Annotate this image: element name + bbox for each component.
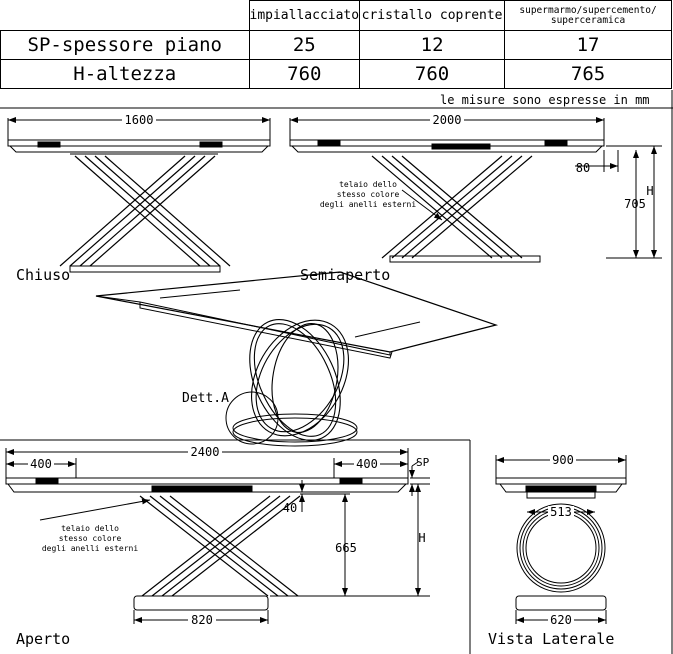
height-marble: 765 xyxy=(504,59,672,89)
semi-dim-h: H xyxy=(646,184,653,198)
semi-title: Semiaperto xyxy=(300,266,390,284)
units-note: le misure sono espresse in mm xyxy=(440,93,650,107)
open-callout-2: stesso colore xyxy=(59,534,122,543)
open-dim-40: 40 xyxy=(283,501,297,515)
side-title: Vista Laterale xyxy=(488,630,614,648)
side-view xyxy=(495,455,627,624)
closed-title: Chiuso xyxy=(16,266,70,284)
open-width-label: 2400 xyxy=(191,445,220,459)
open-sp-label: SP xyxy=(416,456,430,469)
isometric-view xyxy=(95,271,499,447)
open-callout-1: telaio dello xyxy=(61,524,119,533)
open-dim-h: H xyxy=(418,531,425,545)
open-base-width: 820 xyxy=(191,613,213,627)
header-glass: cristallo coprente xyxy=(359,0,506,31)
row-label-height: H-altezza xyxy=(0,59,250,89)
semi-dim-705: 705 xyxy=(624,197,646,211)
semi-callout-3: degli anelli esterni xyxy=(320,200,417,209)
semi-callout-1: telaio dello xyxy=(339,180,397,189)
side-ring-width: 513 xyxy=(550,505,572,519)
height-veneer: 760 xyxy=(248,59,361,89)
closed-view xyxy=(7,117,271,273)
spec-table: impiallacciato cristallo coprente superm… xyxy=(0,0,672,89)
detail-a-label: Dett.A xyxy=(182,391,229,406)
open-ext-left: 400 xyxy=(30,457,52,471)
open-ext-right: 400 xyxy=(356,457,378,471)
open-dim-665: 665 xyxy=(335,541,357,555)
thickness-veneer: 25 xyxy=(248,30,361,60)
semi-width-label: 2000 xyxy=(433,113,462,127)
side-top-width: 900 xyxy=(552,453,574,467)
side-base-width: 620 xyxy=(550,613,572,627)
height-glass: 760 xyxy=(359,59,506,89)
semi-dim-80: 80 xyxy=(576,161,590,175)
semi-open-view xyxy=(289,117,662,263)
semi-callout-2: stesso colore xyxy=(337,190,400,199)
open-callout-3: degli anelli esterni xyxy=(42,544,139,553)
open-title: Aperto xyxy=(16,630,70,648)
closed-width-label: 1600 xyxy=(125,113,154,127)
